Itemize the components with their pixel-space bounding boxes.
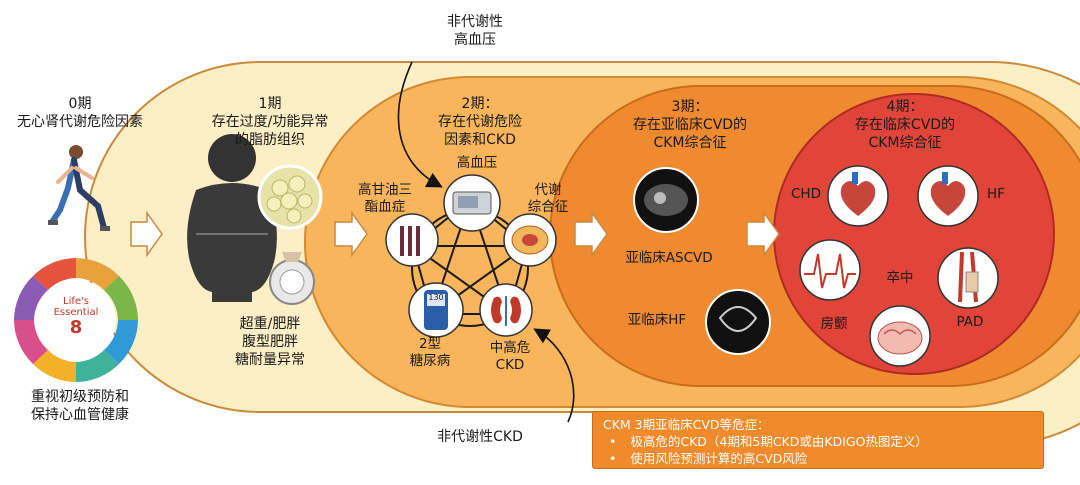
label-atrial-fibrillation: 房颤 — [820, 316, 848, 332]
label-pad: PAD — [956, 314, 984, 330]
stage0-bottom-text: 重视初级预防和 保持心血管健康 — [31, 389, 129, 423]
stage0-title: 0期 无心肾代谢危险因素 — [17, 96, 143, 130]
stage1-bottom-text: 超重/肥胖 腹型肥胖 糖耐量异常 — [235, 316, 305, 368]
node-label-ckd: 中高危 CKD — [489, 340, 531, 373]
arrow-0-to-1 — [130, 210, 163, 258]
arrow-2-to-3 — [574, 210, 608, 258]
non-metabolic-hypertension-arrow — [397, 61, 443, 188]
blood-pressure-monitor-icon — [443, 174, 501, 232]
ct-scan-icon — [633, 167, 699, 233]
logo-line-3: 8 — [69, 317, 83, 338]
non-metabolic-ckd-arrow — [533, 328, 575, 423]
fat-cells-icon — [257, 164, 323, 230]
note-title: CKM 3期亚临床CVD等危症： — [603, 417, 770, 432]
non-metabolic-ckd-label: 非代谢性CKD — [437, 429, 523, 445]
stage1-title: 1期 存在过度/功能异常 的脂肪组织 — [211, 96, 329, 148]
note-bullet-1: 极高危的CKD（4期和5期CKD或由KDIGO热图定义） — [603, 433, 1033, 450]
kidney-icon — [479, 283, 533, 337]
node-label-triglycerides: 高甘油三 酯血症 — [358, 182, 412, 215]
lifes-essential-8-logo: Life's Essential 8 — [46, 296, 106, 338]
running-person-icon — [48, 145, 110, 231]
heart-hf-icon — [917, 165, 979, 227]
logo-line-1: Life's — [63, 296, 89, 307]
subclinical-ascvd-label: 亚临床ASCVD — [625, 250, 713, 266]
glucometer-icon — [408, 282, 464, 338]
triglyceride-icon — [385, 213, 439, 267]
arrow-1-to-2 — [334, 210, 368, 258]
obese-body-icon — [187, 134, 277, 302]
label-hf: HF — [987, 186, 1005, 202]
logo-line-2: Essential — [53, 307, 99, 318]
ecg-icon — [799, 239, 861, 301]
arrow-3-to-4 — [746, 210, 780, 258]
echocardiogram-icon — [705, 289, 771, 355]
label-stroke: 卒中 — [886, 270, 914, 286]
scale-icon — [269, 252, 315, 305]
stage2-title: 2期： 存在代谢危险 因素和CKD — [438, 96, 522, 148]
note-bullet-2: 使用风险预测计算的高CVD风险 — [603, 450, 1033, 467]
abdomen-icon — [503, 213, 557, 267]
stage3-equivalent-note: CKM 3期亚临床CVD等危症： 极高危的CKD（4期和5期CKD或由KDIGO… — [592, 411, 1044, 469]
stage4-title: 4期： 存在临床CVD的 CKM综合征 — [854, 99, 956, 151]
node-label-diabetes: 2型 糖尿病 — [409, 336, 451, 369]
node-label-hypertension: 高血压 — [456, 155, 498, 171]
subclinical-hf-label: 亚临床HF — [627, 312, 687, 328]
brain-icon — [869, 305, 931, 367]
non-metabolic-hypertension-label: 非代谢性 高血压 — [447, 14, 503, 48]
node-label-metabolic-syndrome: 代谢 综合征 — [527, 182, 569, 215]
lifes-essential-8-wheel-icon — [14, 258, 138, 382]
label-chd: CHD — [791, 186, 821, 202]
heart-chd-icon — [827, 165, 889, 227]
leg-artery-icon — [937, 247, 999, 309]
glucometer-reading: 130 — [428, 293, 444, 302]
stage3-title: 3期： 存在亚临床CVD的 CKM综合征 — [632, 99, 748, 151]
stage-arrows — [130, 210, 780, 258]
